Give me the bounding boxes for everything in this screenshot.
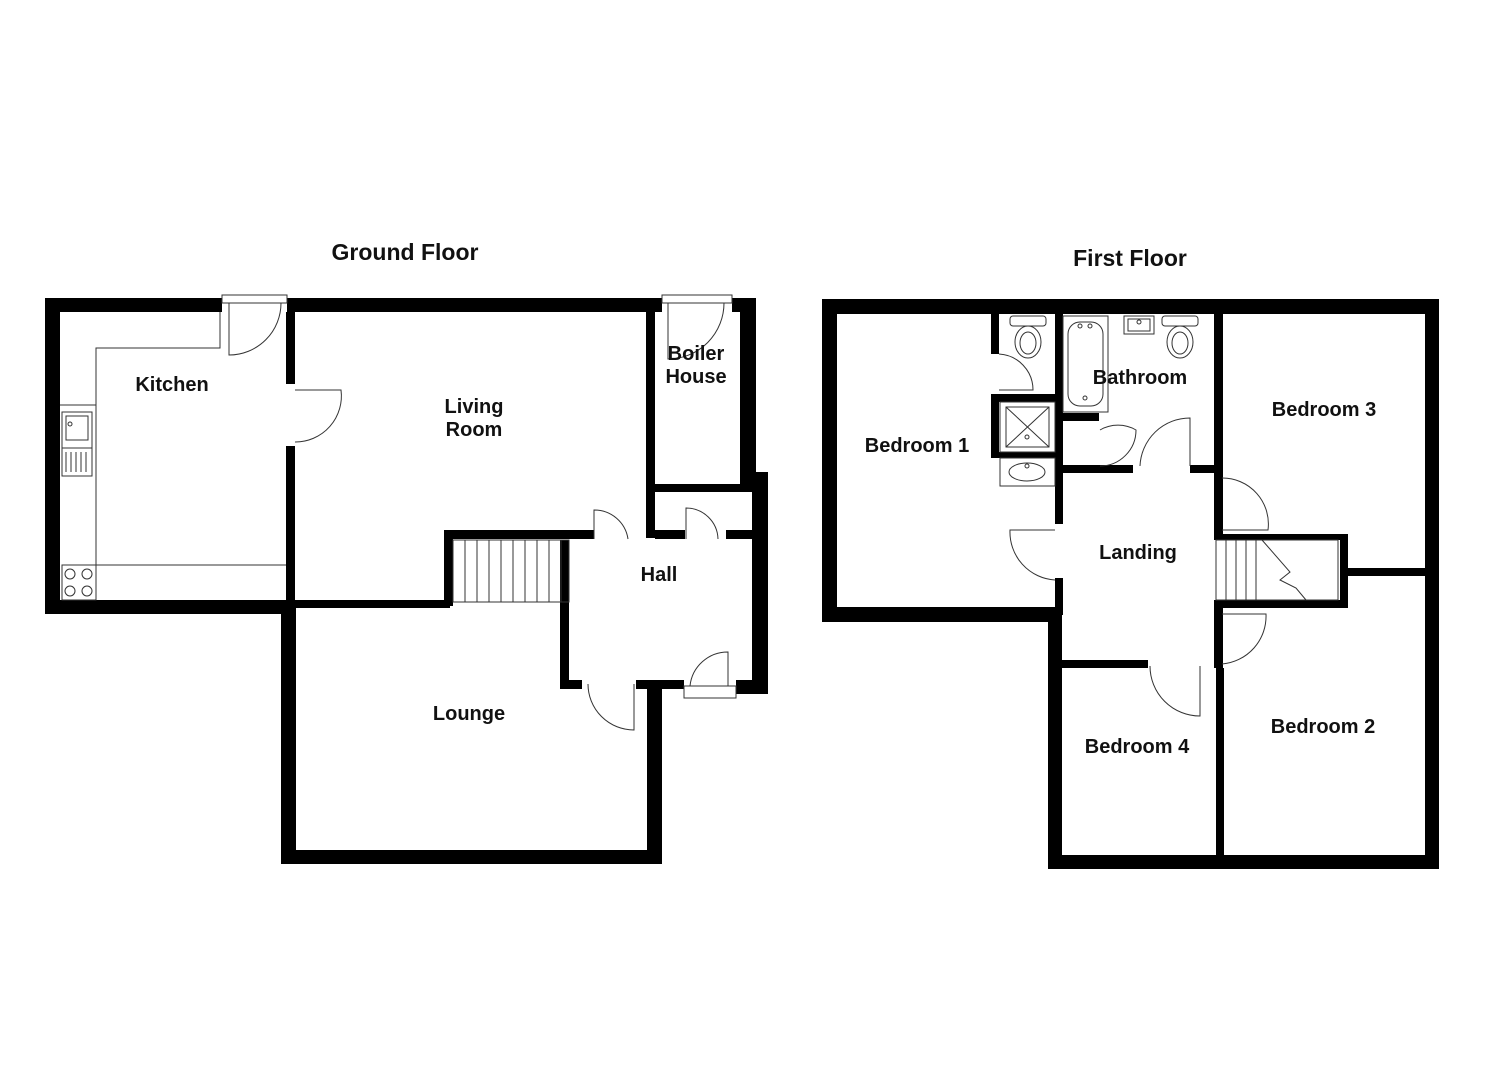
room-label-hall: Hall — [641, 564, 678, 586]
first-floor-labels: Bedroom 1 Bathroom Bedroom 3 Landing Bed… — [865, 367, 1376, 758]
first-floor-title: First Floor — [1073, 245, 1187, 271]
toilet-icon — [1161, 315, 1199, 359]
ground-floor-labels: Kitchen Living Room Boiler House Hall Lo… — [135, 343, 726, 725]
ground-floor-fixtures — [60, 312, 570, 603]
room-label-bathroom: Bathroom — [1093, 367, 1187, 389]
room-label-bedroom-2: Bedroom 2 — [1271, 716, 1375, 738]
shower-icon — [999, 401, 1056, 453]
hob-icon — [61, 564, 97, 601]
room-label-house: House — [665, 366, 726, 388]
ground-floor-walls — [45, 298, 768, 864]
room-label-boiler: Boiler — [668, 343, 725, 365]
ground-floor-title: Ground Floor — [332, 239, 479, 265]
room-label-kitchen: Kitchen — [135, 374, 208, 396]
toilet-icon — [1009, 315, 1047, 359]
first-floor-fixtures — [999, 315, 1339, 601]
basin-icon — [1123, 315, 1155, 335]
ground-floor: Ground Floor — [45, 239, 768, 864]
first-floor: First Floor — [822, 245, 1439, 869]
drainer-icon — [61, 447, 93, 477]
room-label-bedroom-1: Bedroom 1 — [865, 435, 969, 457]
room-label-bedroom-4: Bedroom 4 — [1085, 736, 1190, 758]
stairs-icon — [452, 539, 570, 603]
room-label-bedroom-3: Bedroom 3 — [1272, 399, 1376, 421]
ground-floor-doors — [221, 294, 737, 731]
room-label-room: Room — [446, 419, 503, 441]
room-label-lounge: Lounge — [433, 703, 505, 725]
first-floor-walls — [822, 299, 1439, 869]
room-label-landing: Landing — [1099, 542, 1177, 564]
stairs-icon — [1215, 539, 1339, 601]
first-floor-doors — [998, 353, 1269, 717]
room-label-living: Living — [445, 396, 504, 418]
bath-icon — [1062, 315, 1109, 413]
basin-icon — [999, 457, 1056, 487]
